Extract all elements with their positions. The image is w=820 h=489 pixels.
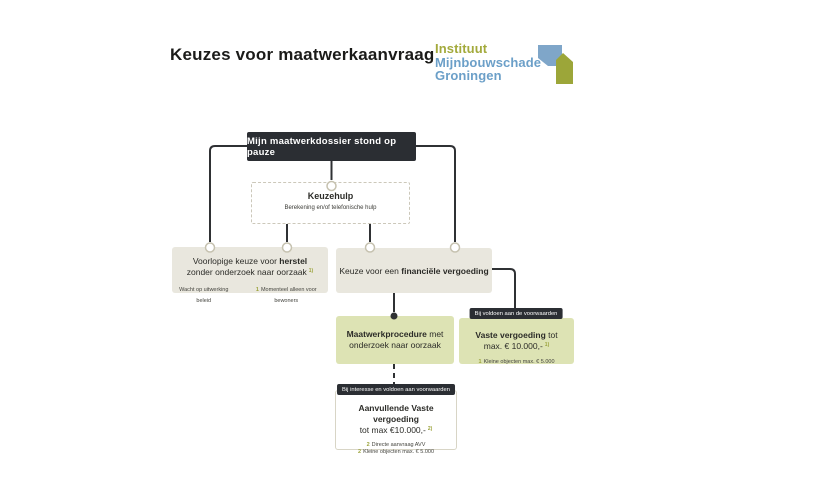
logo-line-groningen: Groningen	[435, 68, 502, 83]
img-logo-icon	[538, 45, 573, 84]
box-dossier-op-pauze-label: Mijn maatwerkdossier stond op pauze	[247, 135, 397, 158]
financieel-label: Keuze voor een financiële vergoeding	[339, 265, 489, 276]
box-keuzehulp: Keuzehulp Berekening en/of telefonische …	[251, 182, 410, 224]
box-dossier-op-pauze: Mijn maatwerkdossier stond op pauze	[247, 132, 416, 161]
box-vaste-vergoeding: Vaste vergoeding tot max. € 10.000,-1) 1…	[459, 318, 574, 365]
footnote-marker: 2)	[427, 426, 433, 432]
connector-pause-to-financieel	[416, 145, 456, 242]
logo-line-mijnbouwschade: Mijnbouwschade	[435, 54, 542, 70]
page-title: Keuzes voor maatwerkaanvraag	[170, 45, 435, 64]
connector-pause-to-herstel	[209, 145, 247, 242]
vaste-line1: Vaste vergoeding tot	[475, 330, 558, 340]
footnote-marker: 1)	[308, 268, 314, 274]
avv-title: Aanvullende Vaste vergoeding	[358, 403, 434, 424]
footnote-marker: 1)	[544, 341, 550, 348]
maatwerk-line2: onderzoek naar oorzaak	[349, 340, 441, 350]
img-logo-wordmark: Instituut Mijnbouwschade Groningen	[435, 42, 541, 83]
logo-line-instituut: Instituut	[435, 41, 488, 56]
box-voorlopige-keuze-herstel: Voorlopige keuze voor herstel zonder ond…	[172, 247, 328, 304]
keuzehulp-subtitle: Berekening en/of telefonische hulp	[284, 204, 377, 211]
maatwerk-line1: Maatwerkprocedure met	[346, 328, 444, 339]
box-maatwerkprocedure: Maatwerkprocedure met onderzoek naar oor…	[336, 316, 454, 364]
condition-tag-vaste: Bij voldoen aan de voorwaarden	[469, 308, 563, 319]
condition-tag-avv: Bij interesse en voldoen aan voorwaarden	[337, 384, 455, 395]
herstel-line1: Voorlopige keuze voor herstel	[192, 256, 308, 266]
connector-financieel-to-vaste	[492, 268, 516, 308]
box-financiele-vergoeding: Keuze voor een financiële vergoeding	[336, 248, 492, 293]
box-aanvullende-vaste-vergoeding: Aanvullende Vaste vergoeding tot max €10…	[335, 390, 457, 455]
vaste-line2: max. € 10.000,-1)	[483, 340, 550, 351]
avv-line2: tot max €10.000,-2)	[359, 425, 433, 435]
footnote: Wacht op uitwerking beleid	[179, 286, 229, 304]
keuzehulp-title: Keuzehulp	[307, 191, 354, 201]
